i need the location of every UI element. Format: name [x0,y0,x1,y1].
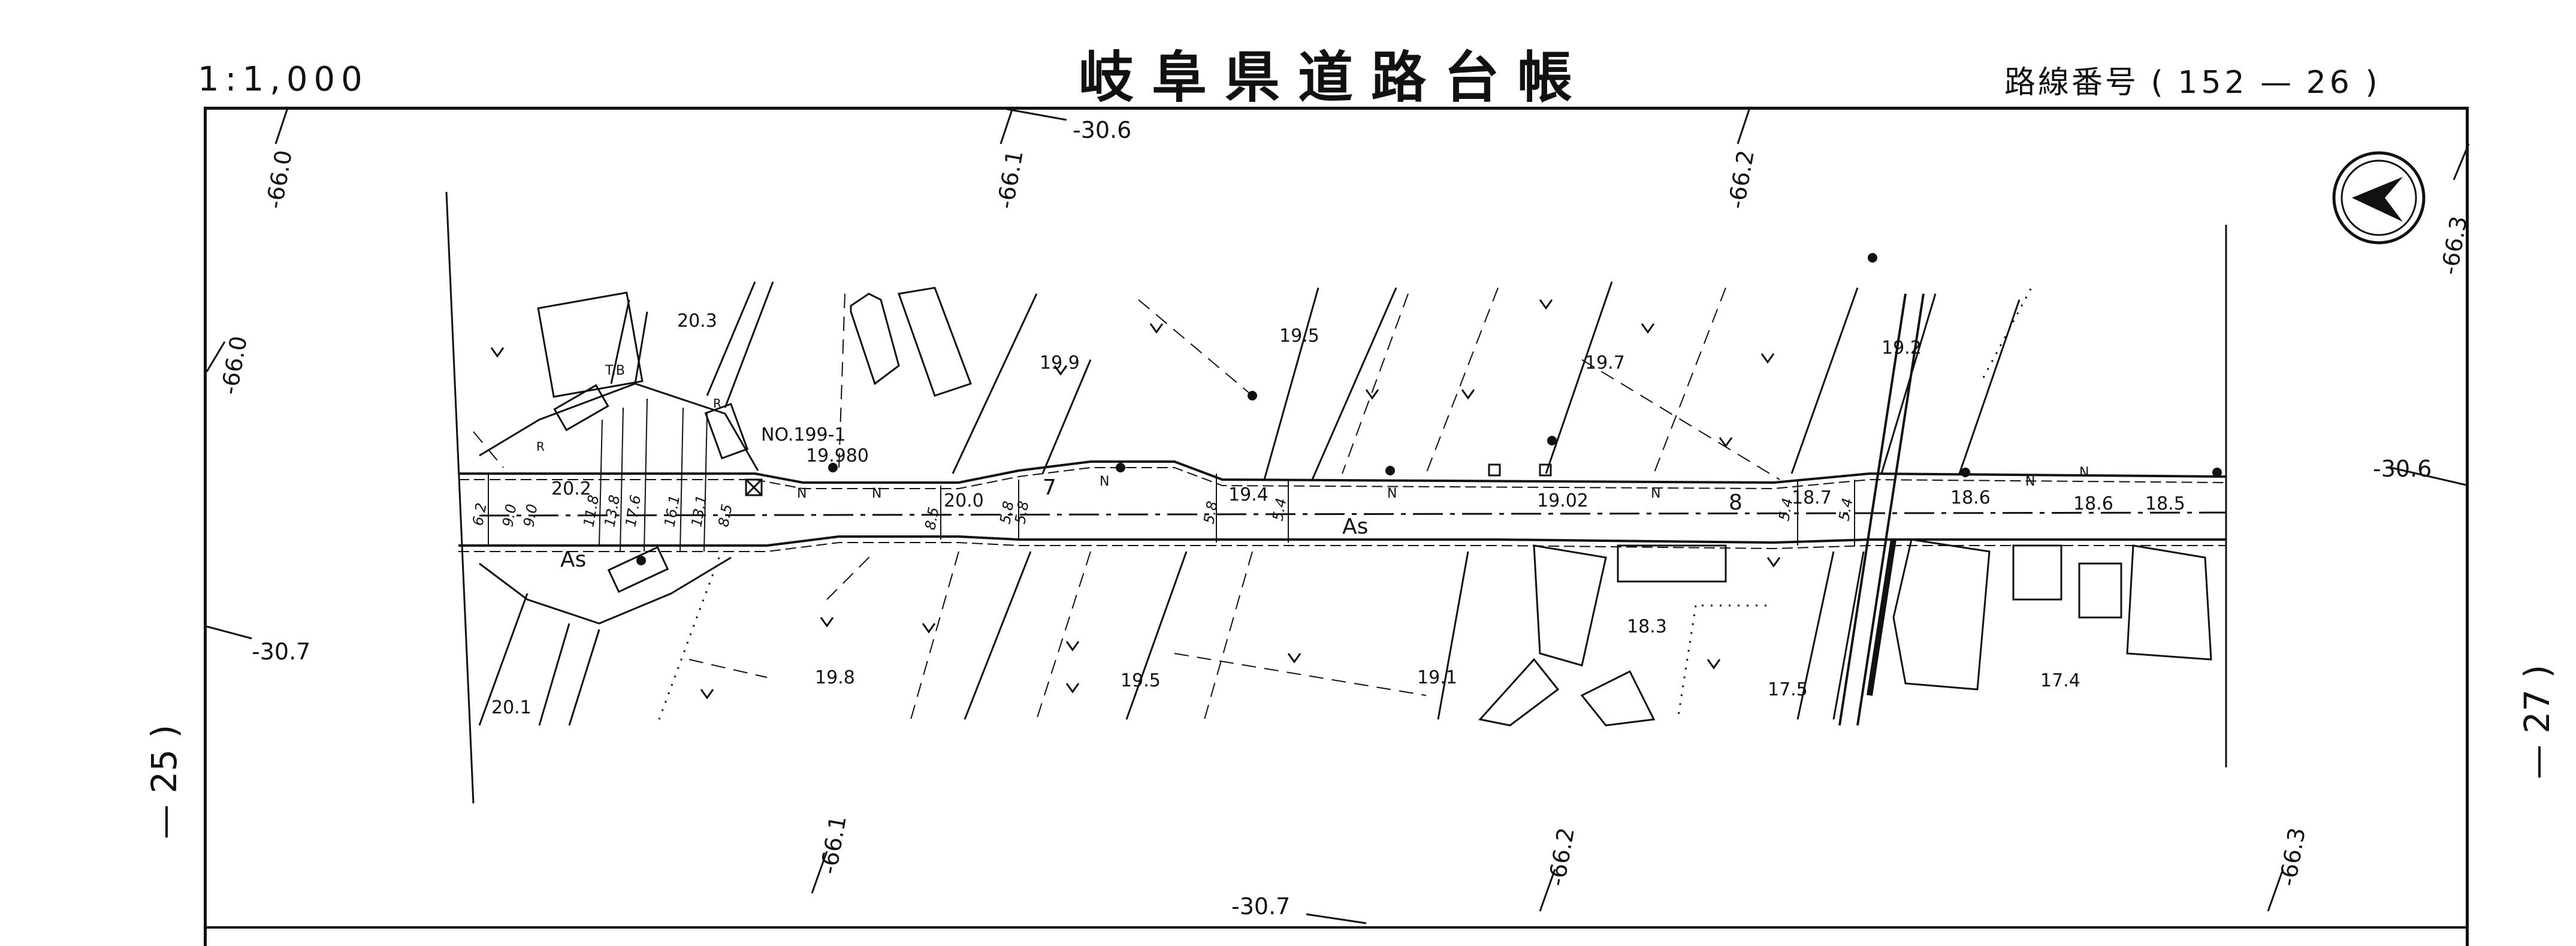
grid-label-y-right: -30.6 [2373,456,2432,482]
north-mark-0: N [797,486,807,501]
parcel-elevation-2: 19.5 [1279,326,1319,347]
road-elevation-5: 18.6 [2073,493,2113,514]
width-12: 5.8 [1200,500,1221,525]
width-8: 8.5 [715,503,735,528]
north-mark-6: N [2079,465,2089,480]
grid-label-x-bottom-0: -66.1 [816,814,851,876]
parcel-elevation-3: 19.7 [1585,353,1625,373]
parcel-dashed-lines [473,287,1780,720]
route-number-value: 152 [2178,65,2248,101]
width-7: 13.1 [688,494,710,528]
landmark-label: NO.199-1 [761,424,846,445]
road-elevation-6: 18.5 [2145,493,2185,514]
north-mark-5: N [2025,474,2035,489]
width-13: 5.4 [1269,497,1289,522]
north-mark-1: N [872,486,881,501]
map-frame-bottom [204,926,2469,929]
r-mark-0: R [536,439,545,454]
parcel-elevation-0: 20.3 [677,311,717,332]
width-15: 5.4 [1835,497,1856,522]
road-elevation-1: 19.4 [1228,484,1269,505]
route-sheet-value: 26 [2306,65,2353,101]
survey-points [636,253,2222,565]
width-11: 5.8 [1011,500,1032,525]
road-elevation-2: 19.02 [1537,490,1589,511]
route-label: 路線番号 [2004,65,2139,101]
vegetation-symbols [490,299,1781,700]
pavement-as-main: As [1342,514,1368,539]
width-5: 17.6 [622,494,644,528]
parcel-elevation-12: 20.1 [491,697,531,718]
width-1: 9.0 [499,503,520,528]
width-6: 16.1 [661,494,683,528]
railway [1838,293,1925,726]
grid-label-y-left: -30.7 [252,638,310,665]
grid-label-x-bottom-1: -66.2 [1544,826,1580,888]
parcel-elevation-8: 19.1 [1417,667,1457,688]
grid-ticks [206,107,2470,924]
route-number: 路線番号 ( 152 — 26 ) [2004,57,2380,102]
grid-label-x-top-0: -66.0 [261,148,297,210]
grid-label-x-top-3: -66.3 [2436,214,2472,276]
drawing-boundaries [445,191,2227,804]
parcel-elevation-1: 19.9 [1040,353,1080,373]
junction [478,281,774,726]
road-elevation-0: 20.0 [944,490,984,511]
map-frame [204,107,2469,946]
parcel-dotted-lines [658,287,2033,720]
map-title: 岐阜県道路台帳 [1079,46,1591,110]
road-elevation-4: 18.6 [1950,487,1991,508]
width-9: 8.5 [922,506,942,531]
north-mark-3: N [1387,486,1397,501]
north-arrow-icon [2332,151,2426,245]
width-ticks [488,398,1855,552]
north-mark-2: N [1100,474,1109,489]
parcel-elevation-6: 19.8 [815,667,855,688]
landmark-elevation: 19.980 [806,445,869,466]
width-4: 13.8 [601,494,623,528]
grid-label-x-top-2: -66.2 [1723,148,1759,210]
grid-label-y-top: -30.6 [1073,117,1131,143]
road-elevation-3: 18.7 [1792,487,1832,508]
parcel-elevation-9: 18.3 [1627,616,1667,637]
station-8: 8 [1729,490,1743,515]
width-0: 6.2 [469,502,490,527]
route-close-paren: ) [2365,65,2380,101]
control-marks [745,463,1552,496]
route-open-paren: ( [2151,65,2166,101]
north-mark-4: N [1651,486,1660,501]
map-scale: 1:1,000 [198,60,369,99]
buildings [537,287,2212,727]
grid-label-y-bottom: -30.7 [1231,893,1290,920]
parcel-elevation-5: 20.2 [551,478,591,499]
width-2: 9.0 [520,503,540,528]
parcel-elevation-11: 17.4 [2040,670,2080,691]
route-dash: — [2260,65,2294,101]
station-7: 7 [1043,475,1056,500]
pavement-as-left: As [560,547,586,572]
parcel-elevation-7: 19.5 [1121,670,1161,691]
width-10: 5.8 [996,500,1017,525]
tb-label: T.B [605,363,625,378]
parcel-elevation-4: 19.2 [1882,338,1922,358]
parcel-lines [952,281,2021,720]
parcel-elevation-10: 17.5 [1768,679,1808,700]
width-14: 5.4 [1775,497,1796,522]
grid-label-x-bottom-2: -66.3 [2275,826,2311,888]
r-mark-1: R [713,396,721,411]
grid-label-x-top-1: -66.1 [992,148,1028,210]
grid-label-x-left: -66.0 [216,334,252,396]
